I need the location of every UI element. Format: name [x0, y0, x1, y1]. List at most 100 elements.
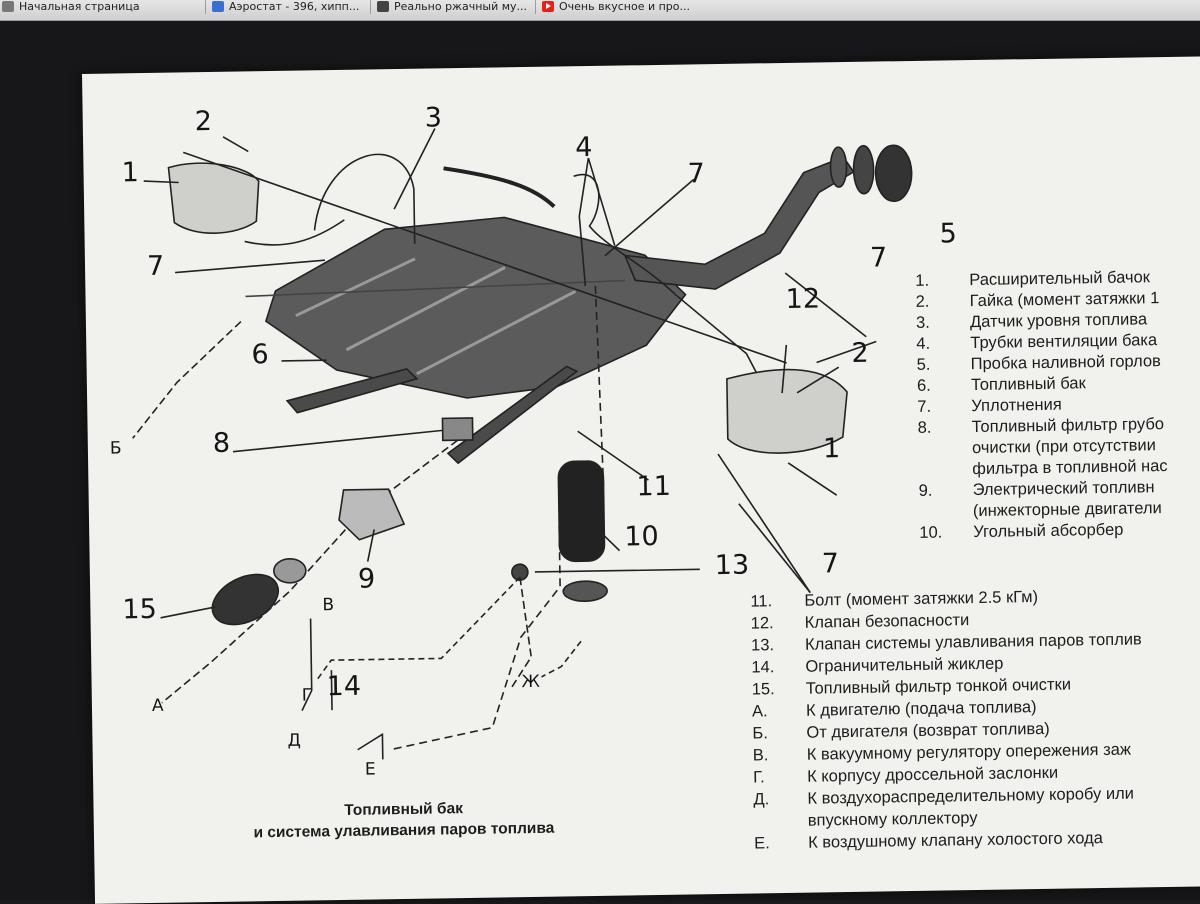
callout-3: 3 [424, 102, 442, 133]
legend-text: К воздухораспределительному коробу или [807, 784, 1135, 808]
legend-number: Д. [753, 790, 770, 809]
callout-10: 10 [624, 521, 659, 553]
legend-text: К двигателю (подача топлива) [805, 698, 1037, 720]
label-D: Д [287, 731, 301, 751]
callout-14: 14 [326, 671, 361, 703]
bookmark-tasty[interactable]: Очень вкусное и про... [542, 0, 702, 14]
figure-caption: Топливный бак и система улавливания паро… [193, 796, 614, 845]
legend-number: 15. [751, 680, 775, 699]
legend-text: впускному коллектору [807, 809, 978, 830]
callout-11: 11 [636, 471, 671, 503]
legend-number: 3. [915, 313, 930, 332]
legend-number: 5. [916, 355, 931, 374]
tank-strap [285, 368, 419, 414]
legend-number: 7. [917, 397, 932, 416]
legend-number: Б. [752, 724, 769, 743]
bookmark-label: Начальная страница [19, 0, 140, 13]
bookmark-separator [535, 0, 536, 14]
legend-text: Датчик уровня топлива [969, 310, 1148, 332]
bookmark-start-page[interactable]: Начальная страница [2, 0, 192, 14]
fuel-pump [338, 488, 406, 541]
legend-text: Болт (момент затяжки 2.5 кГм) [804, 588, 1039, 610]
callout-12: 12 [785, 283, 820, 315]
legend-text: От двигателя (возврат топлива) [806, 719, 1050, 742]
legend-text: К корпусу дроссельной заслонки [806, 763, 1059, 786]
legend-number: 6. [916, 376, 931, 395]
legend-text: (инжекторные двигатели [972, 499, 1162, 521]
legend-bottom: 11. Болт (момент затяжки 2.5 кГм) 12. Клап… [750, 584, 1200, 856]
callout-15: 15 [122, 594, 157, 626]
legend-text: Электрический топливн [972, 478, 1155, 500]
legend-text: К воздушному клапану холостого хода [808, 829, 1104, 852]
legend-number [918, 459, 954, 460]
callout-2: 2 [851, 338, 869, 369]
bookmark-label: Аэростат - 396, хипп... [229, 0, 360, 13]
legend-number [754, 811, 790, 812]
legend-text: Клапан безопасности [804, 611, 970, 632]
manual-page: 2 1 3 4 7 5 7 7 12 6 2 1 8 11 10 13 7 9 … [82, 56, 1200, 904]
legend-text: Угольный абсорбер [973, 520, 1124, 542]
legend-number: 11. [750, 592, 773, 611]
coarse-filter [441, 417, 474, 442]
legend-text: Расширительный бачок [969, 268, 1151, 290]
blue-favicon-icon [212, 1, 224, 12]
callout-7: 7 [870, 242, 888, 273]
label-E: Е [365, 759, 376, 779]
legend-number: 14. [751, 658, 775, 677]
bookmark-label: Очень вкусное и про... [559, 0, 691, 13]
legend-number: 1. [915, 271, 930, 290]
callout-13: 13 [715, 550, 750, 582]
label-Zh: Ж [521, 672, 540, 692]
bookmark-funny[interactable]: Реально ржачный му... [377, 0, 527, 14]
bookmark-label: Реально ржачный му... [394, 0, 527, 13]
bookmark-separator [205, 0, 206, 14]
legend-number: 8. [917, 418, 932, 437]
legend-text: Топливный фильтр грубо [971, 415, 1165, 437]
legend-text: К вакуумному регулятору опережения заж [806, 740, 1132, 764]
legend-number: 4. [916, 334, 931, 353]
expansion-tank-right [726, 368, 848, 454]
bookmark-aerostat[interactable]: Аэростат - 396, хипп... [212, 0, 362, 14]
callout-5: 5 [939, 218, 957, 249]
legend-text: Топливный фильтр тонкой очистки [805, 675, 1072, 698]
legend-number: 2. [915, 292, 930, 311]
legend-number: 10. [919, 523, 943, 542]
dark-favicon-icon [377, 1, 389, 12]
label-B: Б [110, 438, 122, 458]
legend-number [919, 501, 955, 502]
legend-number: В. [752, 746, 769, 765]
fine-filter [211, 573, 279, 626]
legend-number [918, 438, 954, 439]
filler-cap [874, 144, 913, 203]
legend-item: 10. Угольный абсорбер [919, 518, 1200, 544]
legend-number: 13. [750, 636, 775, 655]
legend-number: 9. [918, 481, 933, 500]
callout-7: 7 [687, 158, 705, 189]
label-V: В [322, 595, 334, 615]
bookmarks-bar: Начальная страница Аэростат - 396, хипп.… [0, 0, 1200, 21]
callout-8: 8 [213, 428, 231, 459]
legend-top: 1. Расширительный бачок 2. Гайка (момент з… [915, 266, 1200, 544]
legend-text: фильтра в топливной нас [972, 456, 1168, 479]
legend-text: Клапан системы улавливания паров топлив [804, 630, 1142, 654]
callout-7: 7 [822, 548, 840, 579]
callout-2: 2 [195, 106, 213, 137]
grey-favicon-icon [2, 1, 14, 12]
legend-text: Пробка наливной горлов [970, 352, 1161, 374]
callout-1: 1 [823, 433, 841, 464]
expansion-tank-left [167, 162, 260, 234]
legend-text: Трубки вентиляции бака [970, 331, 1158, 353]
label-G: Г [302, 685, 313, 705]
legend-number: А. [751, 702, 768, 721]
tank-strap [446, 365, 579, 465]
legend-number: Е. [754, 834, 770, 853]
legend-text: Гайка (момент затяжки 1 [969, 289, 1160, 311]
filler-neck [623, 156, 855, 290]
legend-number: Г. [752, 768, 765, 787]
legend-text: Ограничительный жиклер [805, 654, 1004, 676]
legend-number: 12. [750, 614, 774, 633]
youtube-icon [542, 1, 554, 12]
callout-4: 4 [575, 132, 593, 163]
charcoal-canister [557, 460, 606, 563]
callout-9: 9 [358, 563, 376, 594]
